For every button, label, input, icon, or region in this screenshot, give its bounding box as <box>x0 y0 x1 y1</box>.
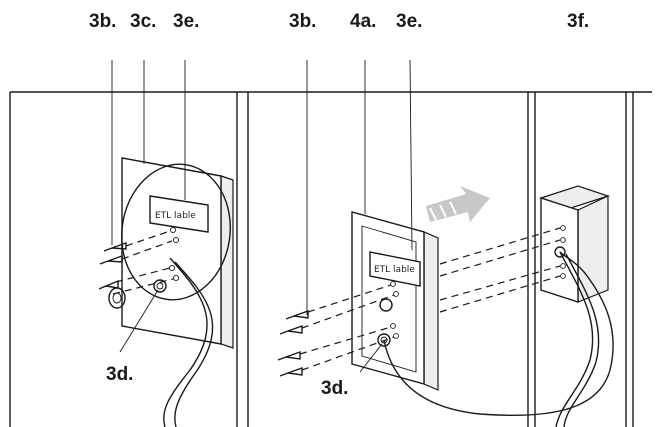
screw-icon <box>98 279 119 290</box>
right-label-3d: 3d. <box>321 378 348 399</box>
wall-outline <box>9 91 652 427</box>
left-etl-text: ETL lable <box>155 211 196 221</box>
right-label-3f: 3f. <box>567 11 589 32</box>
left-cable-loop <box>120 163 232 427</box>
left-label-3c: 3c. <box>130 11 156 32</box>
screw-icon <box>279 367 303 377</box>
junction-box <box>539 185 610 303</box>
screw-icon <box>285 310 309 320</box>
direction-arrow-icon <box>426 186 490 222</box>
right-label-4a: 4a. <box>350 11 376 32</box>
right-label-3e: 3e. <box>396 11 422 32</box>
screw-icon <box>103 242 127 252</box>
right-label-3b: 3b. <box>289 11 316 32</box>
right-etl-label: ETL lable <box>369 251 421 287</box>
left-holes <box>153 226 180 293</box>
right-device-housing <box>351 211 439 391</box>
alignment-dashes <box>439 227 561 313</box>
right-holes <box>377 281 399 347</box>
right-cable <box>383 251 614 427</box>
right-etl-text: ETL lable <box>374 265 415 275</box>
screw-icon <box>277 351 301 361</box>
right-screws <box>277 284 395 377</box>
left-label-3b: 3b. <box>89 11 116 32</box>
left-screws <box>98 230 174 309</box>
left-label-3e: 3e. <box>173 11 199 32</box>
left-label-3d: 3d. <box>106 364 133 385</box>
grommet-icon <box>108 287 126 309</box>
left-leader-lines <box>111 60 186 353</box>
screw-icon <box>279 325 303 335</box>
left-etl-label: ETL lable <box>149 195 209 233</box>
screw-icon <box>99 255 123 265</box>
right-leader-lines <box>306 59 413 373</box>
